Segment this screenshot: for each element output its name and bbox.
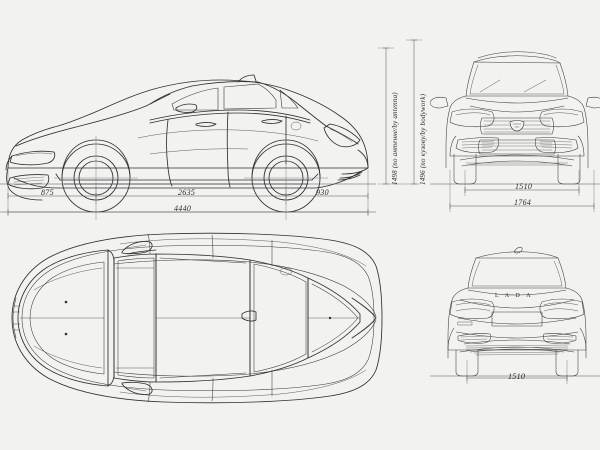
dimension-front-overhang: 875: [41, 188, 54, 197]
dimension-front-track: 1510: [515, 182, 533, 191]
dimension-rear-track: 1510: [508, 372, 526, 381]
side-view-dimension-lines: [0, 170, 376, 216]
front-elevation-view: [430, 51, 600, 185]
rear-lada-wordmark: L A D A: [495, 293, 534, 299]
rear-view-dimension-lines: [466, 360, 568, 384]
height-dimension-lines: [378, 39, 422, 185]
side-elevation-view: [0, 74, 376, 220]
top-plan-view: [11, 232, 383, 404]
rear-elevation-view: [430, 246, 600, 377]
dimension-rear-overhang: 930: [316, 188, 329, 197]
dimension-overall-length: 4440: [174, 204, 192, 213]
dimension-overall-width: 1764: [514, 198, 532, 207]
front-view-dimension-lines: [449, 170, 595, 212]
dimension-height-antenna: 1498 (по антенне/by antenna): [391, 92, 399, 185]
dimension-wheelbase: 2635: [178, 188, 196, 197]
dimension-height-bodywork: 1496 (по кузову/by bodywork): [419, 93, 427, 185]
